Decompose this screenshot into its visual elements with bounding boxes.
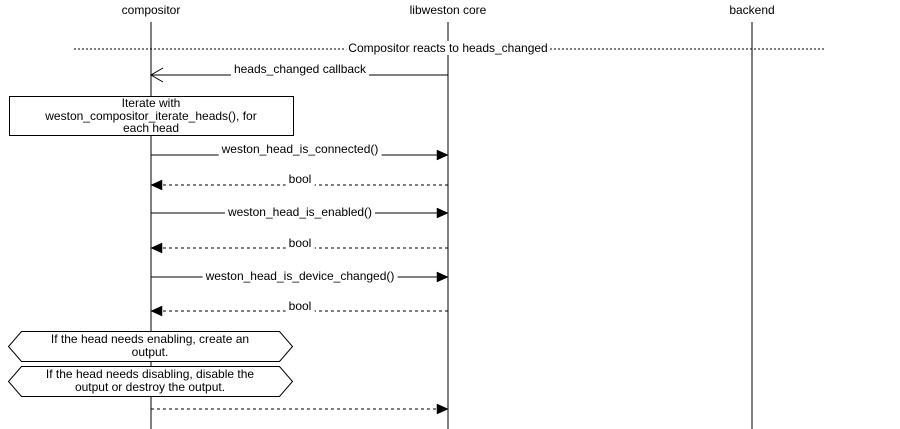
fragment-line: output or destroy the output. — [74, 379, 226, 394]
note-line: each head — [122, 121, 180, 135]
arrowhead-filled-return-bool-enabled — [150, 242, 163, 254]
arrowhead-filled-final-return — [436, 403, 449, 415]
note-box-iterate-heads-note — [9, 96, 294, 136]
message-label-return-bool-device-changed: bool — [285, 299, 315, 313]
note-line: Iterate with — [121, 96, 181, 110]
arrowhead-filled-return-bool-connected — [150, 179, 163, 191]
fragment-text-disable-head-fragment: If the head needs disabling, disable the… — [8, 368, 292, 393]
actor-label-compositor: compositor — [121, 3, 181, 17]
arrowhead-open-heads-changed-callback — [150, 67, 164, 83]
message-label-return-bool-connected: bool — [285, 172, 315, 186]
fragment-shape-disable-head-fragment — [7, 366, 294, 397]
arrowhead-filled-weston-head-is-device-changed — [436, 271, 449, 283]
actor-label-backend: backend — [729, 3, 775, 17]
message-label-weston-head-is-connected: weston_head_is_connected() — [218, 142, 382, 156]
fragment-line: If the head needs disabling, disable the — [45, 367, 255, 381]
fragment-line: If the head needs enabling, create an — [50, 332, 250, 346]
message-label-weston-head-is-device-changed: weston_head_is_device_changed() — [202, 269, 398, 283]
note-line: weston_compositor_iterate_heads(), for — [45, 108, 257, 123]
message-label-weston-head-is-enabled: weston_head_is_enabled() — [224, 205, 376, 219]
message-label-heads-changed-callback: heads_changed callback — [230, 62, 370, 76]
fragment-shape-enable-head-fragment — [7, 331, 294, 362]
actor-label-libweston-core: libweston core — [409, 3, 487, 17]
arrowhead-filled-return-bool-device-changed — [150, 305, 163, 317]
arrowhead-filled-weston-head-is-connected — [436, 149, 449, 161]
fragment-line: output. — [131, 344, 169, 359]
separator-label: Compositor reacts to heads_changed — [346, 41, 550, 55]
arrowhead-filled-weston-head-is-enabled — [436, 207, 449, 219]
message-label-return-bool-enabled: bool — [285, 236, 315, 250]
